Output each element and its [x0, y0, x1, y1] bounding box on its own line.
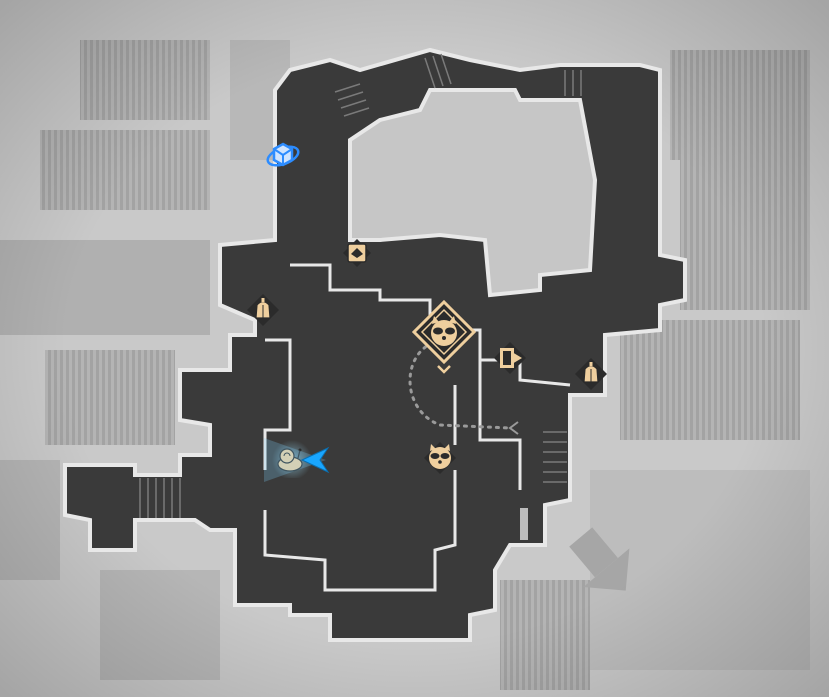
exit-door-marker[interactable] — [492, 340, 528, 376]
raccoon-objective-marker[interactable] — [412, 300, 476, 376]
raccoon-diamond-icon — [412, 300, 476, 374]
player-marker — [256, 428, 332, 488]
stairs-west — [139, 478, 181, 518]
route-arrow-icon — [508, 421, 519, 435]
route-path — [408, 338, 512, 430]
bell-marker-west[interactable] — [245, 292, 281, 328]
raccoon-marker[interactable] — [422, 440, 458, 476]
spinning-cube-icon — [266, 142, 300, 167]
save-point-marker[interactable] — [265, 138, 301, 174]
player-arrow-icon — [264, 438, 330, 482]
door-east — [520, 508, 528, 540]
stairs-east — [543, 431, 567, 483]
exit-door-icon — [494, 342, 526, 374]
floor-plan — [63, 47, 687, 642]
snail-companion-icon — [272, 440, 312, 478]
item-crate-marker[interactable] — [340, 236, 374, 270]
bell-icon — [575, 358, 607, 390]
bell-marker-east[interactable] — [573, 356, 609, 392]
companion-marker[interactable] — [270, 438, 314, 478]
stairs-north — [334, 53, 582, 117]
bell-icon — [247, 294, 279, 326]
supply-crate-icon — [343, 239, 371, 267]
raccoon-icon — [424, 442, 456, 474]
